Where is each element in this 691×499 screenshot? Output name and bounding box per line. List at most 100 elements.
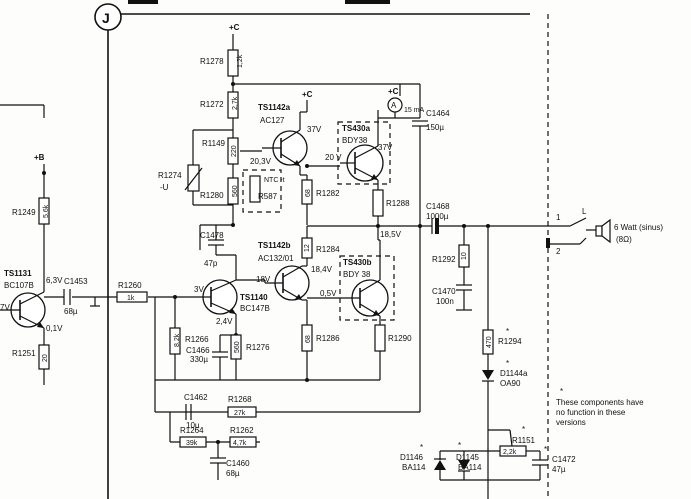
ts1131-vb: 7V xyxy=(0,303,10,312)
c1472-ref: C1472 xyxy=(552,455,576,464)
ts1131-type: BC107B xyxy=(4,281,34,290)
r1294-star: * xyxy=(506,327,509,336)
r587-ref: R587 xyxy=(258,192,278,201)
note-star: * xyxy=(560,387,563,396)
speaker-pin1: 1 xyxy=(556,213,561,222)
ts430a-vc: 37V xyxy=(378,143,393,152)
d1144a-star: * xyxy=(506,359,509,368)
ts430b-vb: 0,5V xyxy=(320,289,337,298)
speaker-letter: L xyxy=(582,207,587,216)
transistor-ts1142b: TS1142b AC132/01 18V xyxy=(256,226,310,301)
c1472-star: * xyxy=(544,445,547,454)
speaker-desc: 6 Watt (sinus) xyxy=(614,223,663,232)
ts430a-ref: TS430a xyxy=(342,124,371,133)
ts1131-bias: +B 5,6k R1249 20 R1251 xyxy=(0,104,50,385)
ts1131-vc: 6,3V xyxy=(46,276,63,285)
r1268-ref: R1268 xyxy=(228,395,252,404)
r1292-value: 10 xyxy=(461,252,468,260)
c1460-val: 68µ xyxy=(226,469,240,478)
ts430b-box xyxy=(339,255,395,321)
bias-network: 560 R1280 NTC -t R587 xyxy=(200,169,285,227)
sheet-label: J xyxy=(94,3,122,31)
transistor-ts1140: TS1140 BC147B 3V 2,4V xyxy=(148,279,270,335)
upper-supply-branch: +C 1,2k R1278 2,7k R1272 220 R1149 xyxy=(192,23,400,178)
r1262-ref: R1262 xyxy=(230,426,254,435)
note-line-2: no function in these xyxy=(556,408,626,417)
d1145-star: * xyxy=(458,441,461,450)
r1290-ref: R1290 xyxy=(388,334,412,343)
sheet-label-circle xyxy=(94,3,122,31)
resistor-r1268 xyxy=(227,406,257,418)
resistor-r1290 xyxy=(374,324,386,352)
resistor-r1262 xyxy=(229,436,257,448)
speaker-output: 1 2 L 6 Watt (sinus) (8Ω) xyxy=(546,207,663,256)
r1278-ref: R1278 xyxy=(200,57,224,66)
r1249-value: 5,6k xyxy=(43,204,50,218)
resistor-r1288-group: R1288 xyxy=(372,189,410,226)
note-line-1: These components have xyxy=(556,398,644,407)
frame xyxy=(107,0,549,499)
ts1140-type: BC147B xyxy=(240,304,270,313)
ts1142a-type: AC127 xyxy=(260,116,285,125)
current-meter: +C A 15 mA xyxy=(378,83,425,119)
r1282-value: 68 xyxy=(305,189,312,197)
diode-pair: D1146 BA114 * D1145 BA114 * xyxy=(400,441,540,481)
feedback-network: C1462 10µ 27k R1268 39k R1264 4,7k R1262… xyxy=(154,297,420,480)
r1282-ref: R1282 xyxy=(316,189,340,198)
d1146-ref: D1146 xyxy=(400,453,424,462)
c1466-val: 330µ xyxy=(190,355,208,364)
output-node: 18,5V C1468 1000µ xyxy=(307,202,548,239)
speaker-pin2: 2 xyxy=(556,247,561,256)
r1249-ref: R1249 xyxy=(12,208,36,217)
r1286-ref: R1286 xyxy=(316,334,340,343)
transistor-ts1142a: TS1142a AC127 37V 20,3V +C xyxy=(250,90,322,176)
supply-plus-c-right: +C xyxy=(388,87,399,96)
ts1140-ref: TS1140 xyxy=(240,293,268,302)
ts430b-ref: TS430b xyxy=(343,258,372,267)
ts430a-vb: 20 V xyxy=(325,153,342,162)
sheet-label-text: J xyxy=(102,10,110,26)
c1453-ref: C1453 xyxy=(64,277,88,286)
capacitor-c1478: C1478 47p xyxy=(199,224,237,280)
transistor-ts1131: TS1131 BC107B 6,3V 7V 0,1V xyxy=(0,240,63,345)
diode-d1145 xyxy=(458,460,470,470)
note-line-3: versions xyxy=(556,418,586,427)
r1288-ref: R1288 xyxy=(386,199,410,208)
frame-top-mark-2 xyxy=(345,0,390,4)
input-stage: 1k R1260 C1453 68µ xyxy=(44,277,148,316)
zobel-network: 10 R1292 C1470 100n xyxy=(432,226,472,311)
r1284-value: 12 xyxy=(304,244,311,252)
diode-d1146 xyxy=(434,460,446,470)
r1264-value: 39k xyxy=(186,440,198,447)
c1470-ref: C1470 xyxy=(432,287,456,296)
c1460-ref: C1460 xyxy=(226,459,250,468)
c1466-ref: C1466 xyxy=(186,346,210,355)
r1266-value: 8,2k xyxy=(174,333,181,347)
protection-network: 470 R1294 * D1144a OA90 * 2,2k R1151 * C… xyxy=(440,226,576,499)
ntc-r587 xyxy=(249,175,261,203)
r1262-value: 4,7k xyxy=(233,440,247,447)
d1145-type: BA114 xyxy=(458,463,482,472)
r1294-value: 470 xyxy=(486,336,493,348)
r1268-value: 27k xyxy=(234,410,246,417)
r1260-ref: R1260 xyxy=(118,281,142,290)
r1149-ref: R1149 xyxy=(202,139,226,148)
c1478-ref: C1478 xyxy=(200,231,224,240)
d1145-ref: D1145 xyxy=(456,453,480,462)
d1146-star: * xyxy=(420,443,423,452)
r1151-ref: R1151 xyxy=(512,436,536,445)
r1272-value: 2,7k xyxy=(232,96,239,110)
speaker-icon xyxy=(601,218,611,244)
ts1142b-type: AC132/01 xyxy=(258,254,294,263)
footnote: * These components have no function in t… xyxy=(556,387,644,427)
frame-top-mark-1 xyxy=(128,0,158,4)
r1284-ref: R1284 xyxy=(316,245,340,254)
r1276-ref: R1276 xyxy=(246,343,270,352)
r1264-ref: R1264 xyxy=(180,426,204,435)
c1468-val: 1000µ xyxy=(426,212,449,221)
r587-val: NTC -t xyxy=(264,177,285,184)
ts1142b-ve: 18,4V xyxy=(311,265,333,274)
c1472-val: 47µ xyxy=(552,465,566,474)
